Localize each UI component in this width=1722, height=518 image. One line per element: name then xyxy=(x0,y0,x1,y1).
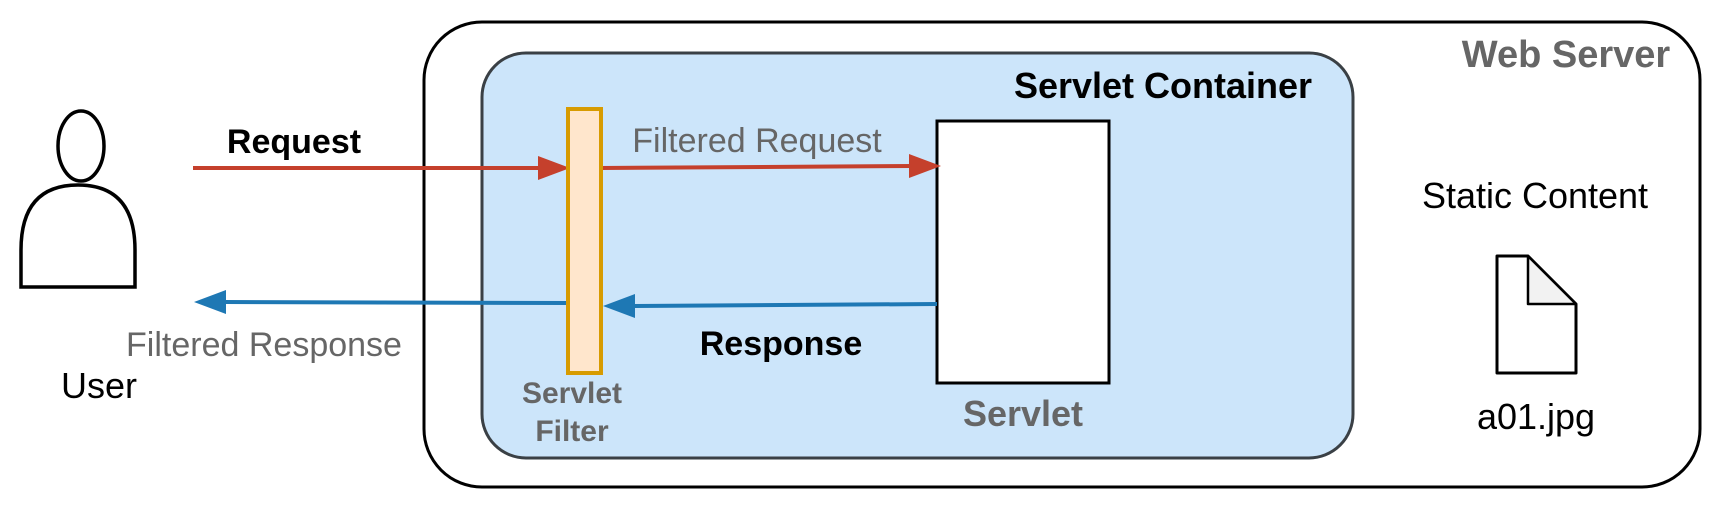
user-label: User xyxy=(61,365,137,406)
request-label: Request xyxy=(227,123,361,161)
filtered-request-arrowhead xyxy=(909,154,941,178)
filtered-request-arrow-line xyxy=(600,164,914,170)
user-icon xyxy=(19,109,137,289)
user-icon-body xyxy=(19,183,137,289)
request-arrow xyxy=(193,156,570,180)
servlet-filter-label-line2: Filter xyxy=(535,415,609,448)
response-arrow xyxy=(603,294,938,318)
response-arrow-line xyxy=(630,302,938,308)
servlet-filter-bar xyxy=(566,107,603,375)
filtered-response-arrowhead xyxy=(194,290,226,314)
servlet-label: Servlet xyxy=(963,393,1083,434)
filtered-response-arrow xyxy=(194,290,569,314)
static-content-label: Static Content xyxy=(1422,175,1648,216)
file-icon-fold xyxy=(1526,254,1578,306)
filtered-request-label: Filtered Request xyxy=(632,122,882,160)
response-arrowhead xyxy=(603,294,635,318)
servlet-container-label: Servlet Container xyxy=(1014,65,1312,106)
request-arrowhead xyxy=(538,156,570,180)
servlet-filter-label-line1: Servlet xyxy=(522,377,622,410)
servlet-box xyxy=(935,119,1111,385)
filtered-request-arrow xyxy=(600,154,941,178)
file-icon xyxy=(1495,254,1578,375)
filtered-response-arrow-line xyxy=(223,300,569,305)
web-server-label: Web Server xyxy=(1462,34,1671,76)
filtered-response-label: Filtered Response xyxy=(126,326,402,364)
response-label: Response xyxy=(700,325,863,363)
servlet-container-box xyxy=(480,51,1355,460)
user-icon-head xyxy=(56,109,106,183)
static-file-name-label: a01.jpg xyxy=(1477,396,1595,437)
